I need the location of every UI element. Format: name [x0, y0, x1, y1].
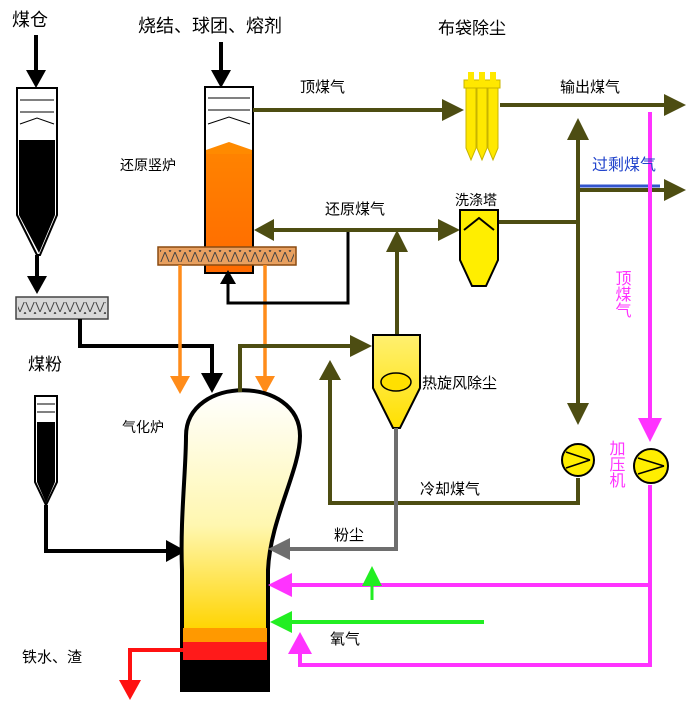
label-gasifier: 气化炉: [122, 420, 164, 436]
pulverized-coal-bin: [34, 395, 58, 508]
gasifier-to-cyclone-line: [238, 335, 372, 392]
output-gas-line: [500, 94, 686, 116]
label-oxygen: 氧气: [330, 630, 360, 648]
cooling-gas-fan: [561, 443, 595, 477]
label-reducing-gas: 还原煤气: [325, 200, 385, 218]
label-coal-bin: 煤仓: [12, 10, 48, 31]
cooling-gas-riser: [567, 118, 686, 425]
coal-bin: [16, 87, 58, 256]
top-gas-line: [253, 99, 464, 121]
oxygen-line: [270, 566, 484, 633]
label-excess-gas: 过剩煤气: [592, 155, 656, 174]
top-gas-recycle-line: [268, 112, 662, 667]
reduction-shaft-furnace: [204, 86, 254, 274]
coal-feed-line: [78, 319, 223, 393]
scrubber: [459, 209, 499, 287]
coal-bin-inlet-arrow: [26, 35, 46, 88]
label-pulverized-coal: 煤粉: [28, 355, 62, 375]
label-cooling-gas: 冷却煤气: [420, 480, 480, 498]
label-dust: 粉尘: [334, 526, 364, 544]
label-top-gas-vertical: 顶煤气: [613, 270, 632, 318]
label-top-gas-upper: 顶煤气: [300, 78, 345, 96]
label-output-gas: 输出煤气: [560, 78, 620, 96]
cyclone-to-reducing-gas-line: [386, 230, 408, 335]
pulverized-coal-feed-line: [44, 505, 186, 562]
hot-cyclone: [372, 334, 421, 429]
coal-screw-conveyor: [15, 296, 109, 320]
label-bag-filter: 布袋除尘: [438, 19, 506, 39]
reducing-gas-header: [254, 219, 578, 241]
label-reduction-shaft: 还原竖炉: [120, 158, 176, 174]
label-sinter-pellet-flux: 烧结、球团、熔剂: [138, 16, 282, 37]
label-compressor: 加压机: [607, 440, 626, 489]
compressor: [633, 448, 669, 484]
bag-filter: [463, 72, 501, 162]
coal-to-screw-arrow: [27, 255, 47, 294]
label-iron-slag: 铁水、渣: [22, 648, 82, 666]
dust-return-line: [268, 428, 398, 560]
shaft-screw-conveyor: [157, 246, 297, 266]
melter-gasifier: [179, 388, 303, 692]
dri-discharge-arrows: [170, 265, 275, 394]
cooling-gas-return-line: [319, 360, 580, 505]
label-scrubber: 洗涤塔: [455, 193, 497, 209]
burden-feed-arrow: [211, 42, 231, 88]
label-hot-cyclone: 热旋风除尘: [422, 374, 497, 392]
shaft-bottom-return: [220, 232, 350, 305]
iron-slag-outlet: [119, 648, 183, 700]
